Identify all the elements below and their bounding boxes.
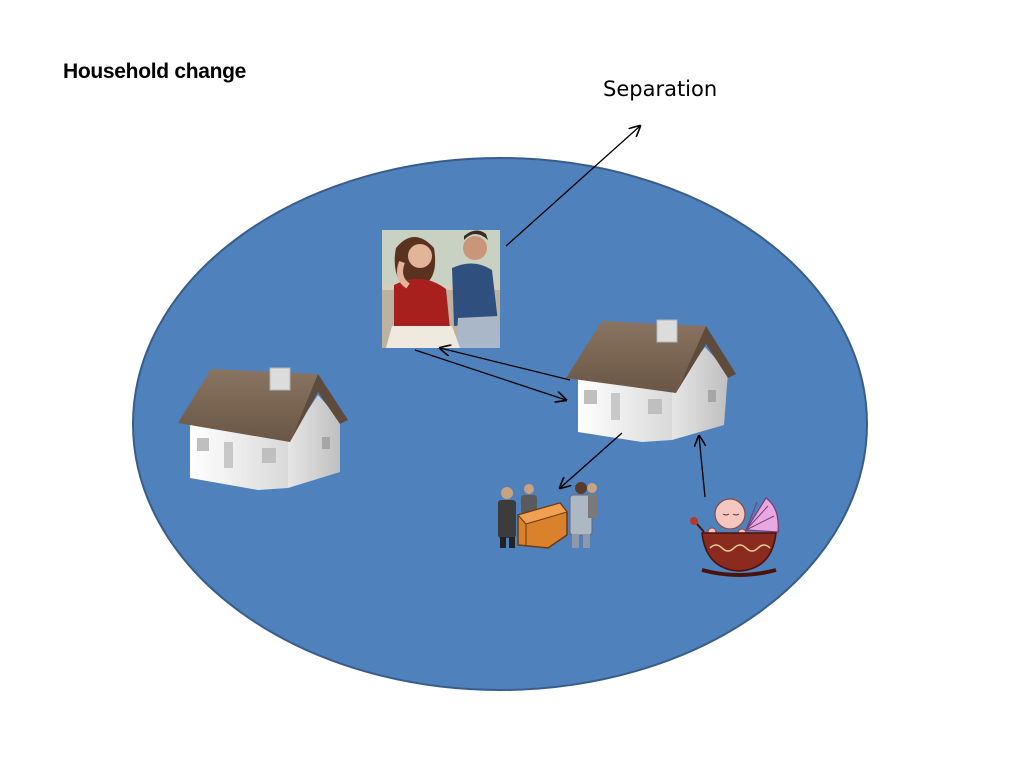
baby-in-cradle: [690, 497, 779, 577]
house-to-couple-arrow: [440, 348, 571, 381]
separation-arrow: [505, 126, 640, 247]
separating-couple: [382, 230, 500, 348]
couple-to-house-arrow: [414, 349, 566, 400]
slide-title: Household change: [63, 60, 247, 83]
house-left: [178, 367, 348, 490]
population-ellipse: [132, 157, 868, 691]
funeral: [498, 482, 597, 549]
separation-label: Separation: [603, 77, 718, 101]
house-right: [566, 319, 736, 442]
house-to-funeral-arrow: [560, 432, 623, 488]
baby-to-house-arrow: [699, 436, 705, 498]
